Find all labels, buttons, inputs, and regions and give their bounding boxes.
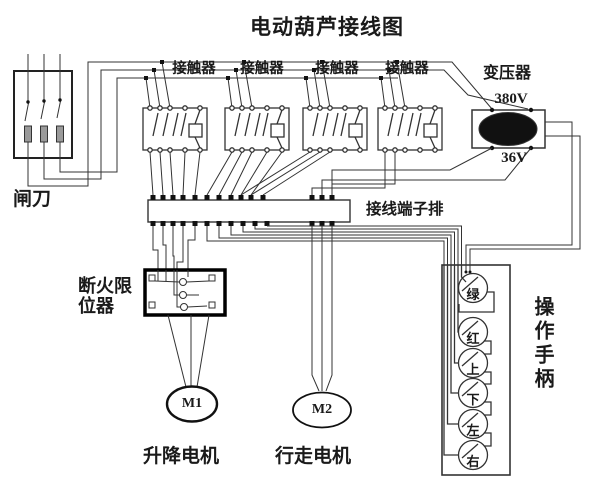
motor2-name: 行走电机 [275,446,352,467]
button-left-label: 左 [466,423,480,438]
contactor-3-label: 接触器 [315,61,359,77]
motor1-wires [167,314,210,388]
motor2-wires [311,226,333,392]
limiter-symbol [143,268,227,317]
contactor-2-symbol [224,105,290,153]
button-red-label: 红 [466,331,480,346]
button-up-label: 上 [466,362,480,377]
diagram-title: 电动葫芦接线图 [250,16,404,39]
contactor-4-label: 接触器 [385,61,429,77]
motor1-circle [165,385,219,423]
motor1-id: M1 [181,396,203,411]
contactor-4-symbol [377,105,443,153]
junction-squares [144,60,399,80]
knife-switch-label: 闸刀 [13,189,52,210]
motor1-name: 升降电机 [143,446,220,467]
handle-bundle-wires [206,121,581,274]
contactor-coil [270,123,285,138]
terminal-strip-symbol [147,195,351,226]
contactor-coil [423,123,438,138]
knife-switch-symbol [13,54,73,159]
fuse-symbols [24,125,64,143]
terminal-squares [150,195,335,226]
supply-bus-wires [27,61,529,187]
contactor-2-label: 接触器 [240,61,284,77]
contactor-3-symbol [302,105,368,153]
transformer-secondary-voltage: 36V [501,150,527,166]
button-down-label: 下 [466,392,480,407]
transformer-symbol [471,107,546,151]
transformer-core [478,112,538,146]
button-right-label: 右 [466,454,480,469]
button-green-label: 绿 [466,287,480,302]
contactor-coil [348,123,363,138]
handle-box-symbol [441,264,511,476]
terminal-strip-label: 接线端子排 [366,201,444,218]
motor2-id: M2 [311,402,333,417]
transformer-primary-voltage: 380V [494,91,528,107]
limiter-label: 断火限位器 [78,276,132,316]
contactor-coil [188,123,203,138]
strip-feed-wires [149,147,532,196]
handle-label: 操作手柄 [531,296,553,392]
contactor-1-symbol [142,105,208,153]
transformer-label: 变压器 [482,65,531,82]
bus-drop-wires [144,60,406,109]
contactor-1-label: 接触器 [172,61,216,77]
limiter-feed-wires [152,226,196,270]
motor2-circle [292,391,352,429]
